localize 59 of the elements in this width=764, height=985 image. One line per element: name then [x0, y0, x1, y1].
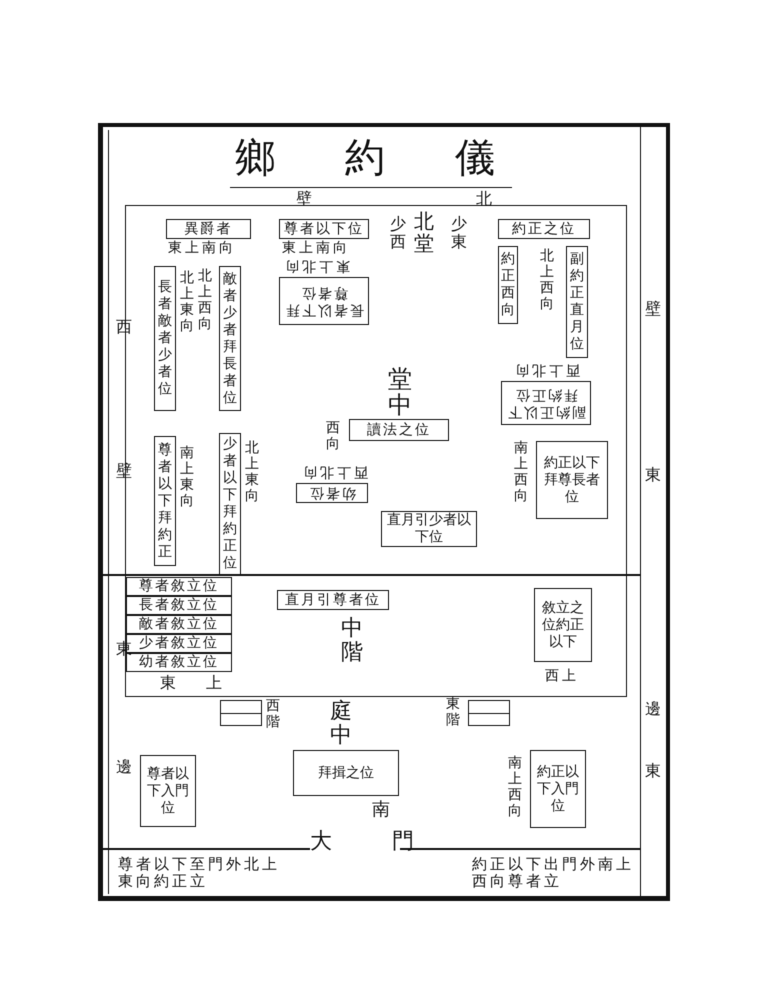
- title: 鄉約儀: [235, 135, 565, 181]
- direction-note: 西上: [545, 668, 579, 684]
- seat-box: 直月引尊者位: [277, 590, 389, 610]
- direction-note: 西上北向: [300, 464, 368, 480]
- plan-label: 邊: [116, 758, 132, 776]
- seat-box: 異爵者: [166, 219, 251, 239]
- plan-label: 南: [372, 800, 390, 820]
- seat-box: 長者敘立位: [126, 596, 232, 615]
- plan-label: 邊: [645, 700, 661, 718]
- seat-box: 拜揖之位: [293, 750, 399, 796]
- seat-box: 直月引少者以下位: [381, 511, 477, 547]
- gate-label: 大門: [310, 830, 474, 854]
- plan-label: 庭中: [330, 700, 353, 748]
- direction-note: 東階: [446, 696, 461, 728]
- direction-note: 西階: [266, 698, 281, 730]
- direction-note: 西向: [326, 420, 341, 452]
- direction-note: 北上東向: [180, 270, 195, 334]
- direction-note: 南上西向: [508, 755, 523, 819]
- seat-box: 讀法之位: [349, 419, 449, 441]
- seat-box: 尊者敘立位: [126, 577, 232, 596]
- direction-note: 南上西向: [514, 440, 529, 504]
- direction-note: 東上南向: [282, 240, 350, 256]
- seat-box: 尊者以下拜約正: [154, 436, 176, 566]
- seat-box: 幼者敘立位: [126, 653, 232, 672]
- direction-note: 北上西向: [540, 248, 555, 312]
- stair-drawing: [220, 700, 262, 726]
- direction-note: 東上南向: [168, 240, 236, 256]
- plan-label: 壁: [645, 300, 661, 318]
- seat-box: 副約正以下拜約正位: [501, 381, 591, 425]
- seat-box: 敵者敘立位: [126, 615, 232, 634]
- seat-box: 副約正直月位: [566, 246, 588, 358]
- plan-label: 東: [645, 762, 661, 780]
- plan-label: 少東: [451, 215, 468, 251]
- seat-box: 敵者少者拜長者位: [219, 266, 241, 411]
- direction-note: 北上西向: [198, 268, 213, 332]
- seat-box: 約正以下拜尊長者位: [536, 441, 608, 519]
- area-label: 中階: [341, 617, 364, 665]
- plan-label: 約正以下出門外南上西向尊者立: [472, 856, 635, 890]
- seat-box: 長者敵者少者位: [154, 266, 176, 411]
- plan-label: 東: [645, 466, 661, 484]
- plan-label: 尊者以下至門外北上東向約正立: [118, 856, 281, 890]
- seat-box: 尊者以下入門位: [140, 755, 196, 827]
- seat-box: 少者以下拜約正位: [219, 433, 241, 575]
- seat-box: 約正之位: [498, 219, 590, 239]
- stair-drawing: [468, 700, 510, 726]
- seat-box: 長者以下拜尊者位: [279, 277, 369, 325]
- direction-note: 南上東向: [180, 445, 195, 509]
- seat-box: 幼者位: [296, 483, 368, 503]
- plan-label: 東上: [160, 674, 252, 692]
- seat-box: 尊者以下位: [279, 219, 369, 239]
- direction-note: 東上北向: [282, 258, 350, 274]
- direction-note: 北上東向: [245, 440, 260, 504]
- seat-box: 約正西向: [498, 246, 518, 324]
- seat-box: 敘立之位約正以下: [534, 588, 592, 662]
- plan-label: 北堂: [414, 210, 435, 254]
- direction-note: 西上北向: [512, 362, 580, 378]
- area-label: 堂中: [388, 366, 413, 418]
- plan-label: 少西: [390, 215, 407, 251]
- seat-box: 約正以下入門位: [530, 750, 586, 828]
